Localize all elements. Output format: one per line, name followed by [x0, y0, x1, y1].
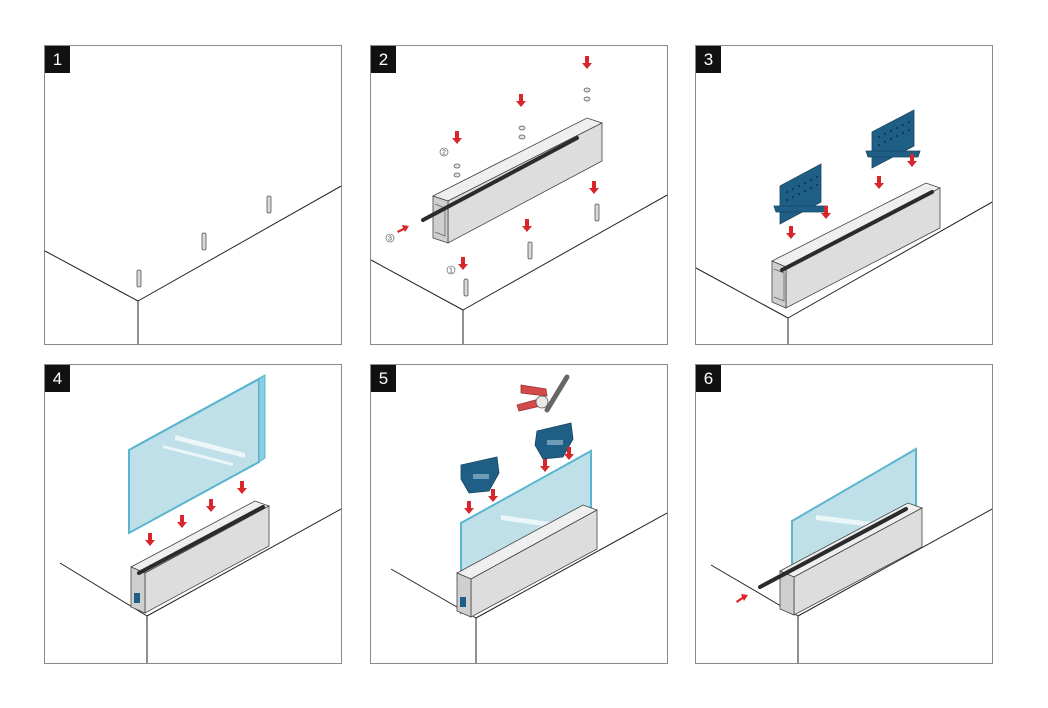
anchor-bolts — [136, 195, 272, 288]
aluminium-profile — [771, 182, 942, 309]
assembly-arrows — [464, 447, 574, 514]
glazing-wedge-right — [865, 109, 921, 169]
aluminium-profile — [130, 500, 270, 614]
assembly-arrows — [145, 481, 247, 546]
assembly-arrows — [786, 154, 917, 239]
callout-label: 2 — [442, 150, 446, 157]
installation-tool — [516, 374, 570, 413]
step-6-illustration — [710, 447, 992, 663]
step-panel-5: 5 — [370, 364, 668, 664]
step-panel-6: 6 — [695, 364, 993, 664]
callout-label: 1 — [449, 268, 453, 275]
step-panel-2: 2 — [370, 45, 668, 345]
rubber-gasket — [780, 190, 934, 272]
glazing-wedge-left — [773, 163, 828, 225]
floor-edge — [45, 185, 341, 344]
step-5-illustration — [390, 374, 667, 663]
step-panel-1: 1 — [44, 45, 342, 345]
anchor-bolts — [463, 203, 600, 297]
step-panel-3: 3 — [695, 45, 993, 345]
floor-edge — [371, 194, 667, 344]
step-1-illustration — [45, 185, 341, 344]
step-number: 5 — [371, 365, 396, 392]
assembly-arrows — [736, 594, 748, 603]
step-3-illustration — [696, 109, 992, 344]
rubber-gasket — [421, 136, 579, 222]
glazing-wedge-right — [534, 422, 574, 460]
step-panel-4: 4 — [44, 364, 342, 664]
floor-edge — [696, 201, 992, 344]
step-number: 6 — [696, 365, 721, 392]
rubber-gasket — [758, 507, 908, 589]
step-4-illustration — [59, 374, 341, 663]
aluminium-profile — [456, 504, 598, 618]
step-number: 4 — [45, 365, 70, 392]
callout-markers — [385, 147, 456, 275]
aluminium-profile — [431, 117, 604, 244]
step-number: 2 — [371, 46, 396, 73]
washers-and-nuts — [453, 87, 591, 178]
step-number: 3 — [696, 46, 721, 73]
glazing-wedge-left — [460, 456, 500, 494]
callout-label: 3 — [388, 236, 392, 243]
glass-panel — [128, 374, 266, 535]
assembly-arrows — [397, 56, 599, 270]
step-2-illustration: 1 2 3 — [371, 56, 667, 344]
step-number: 1 — [45, 46, 70, 73]
rubber-gasket — [137, 505, 265, 575]
